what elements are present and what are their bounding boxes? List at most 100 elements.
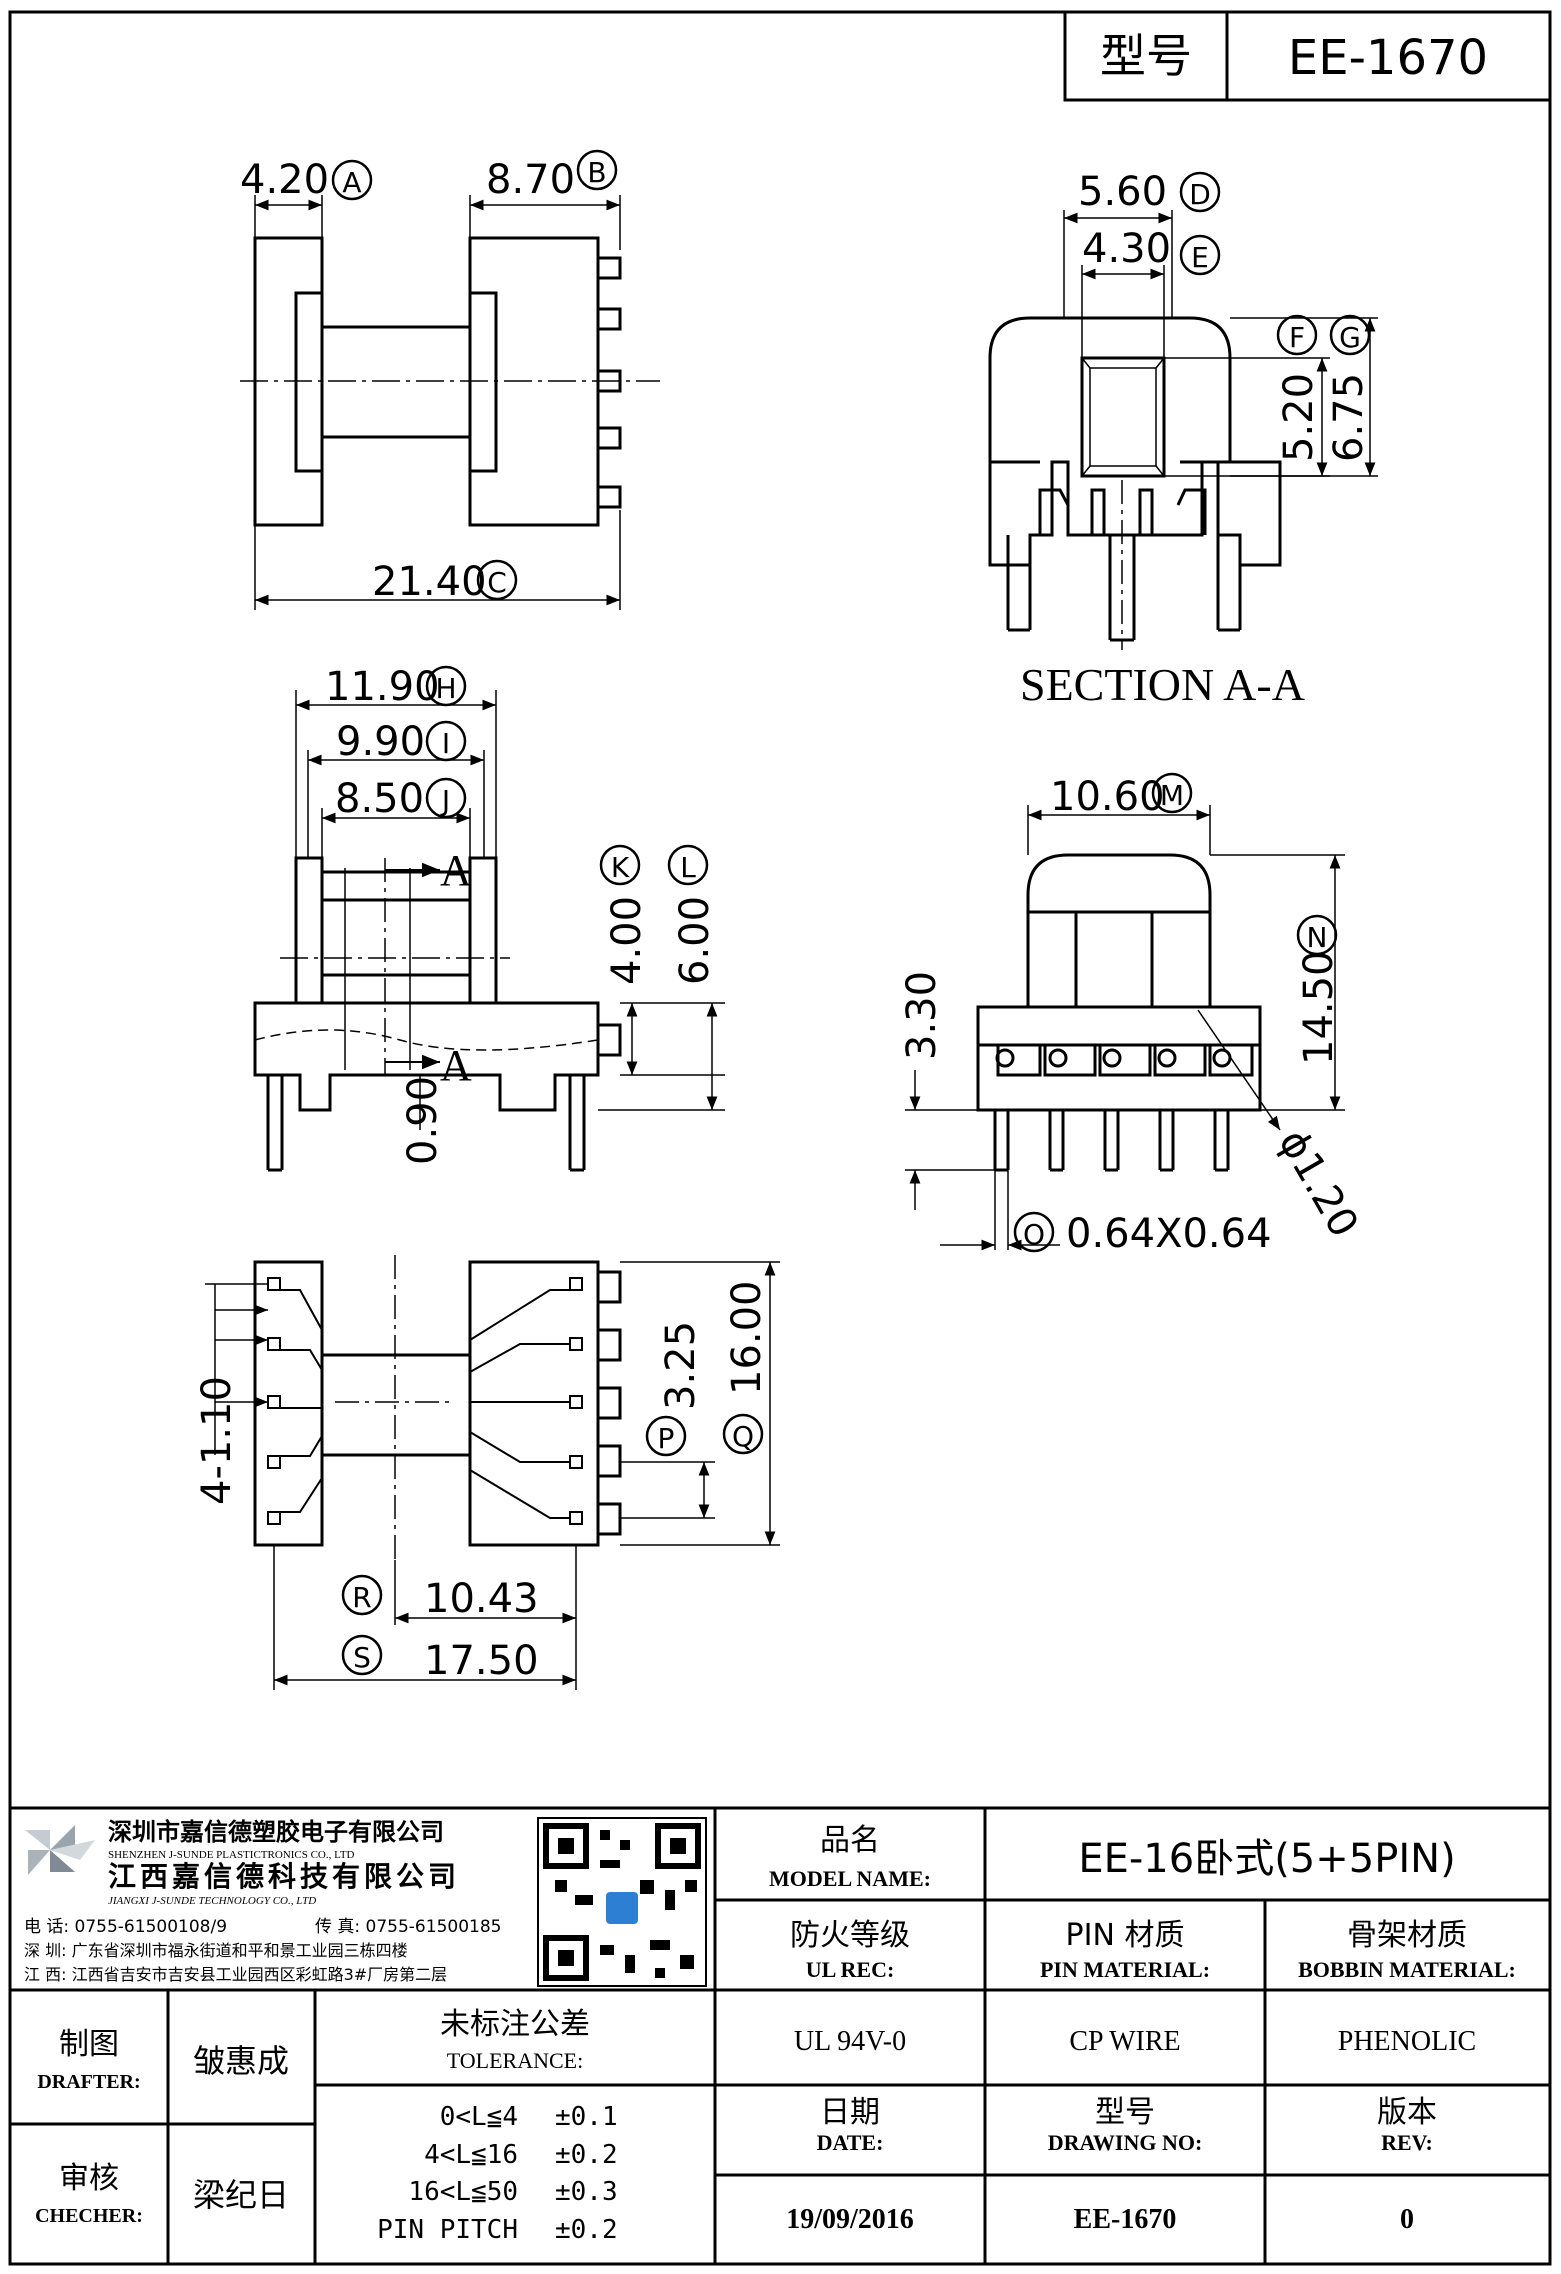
ul-en: UL REC: [806, 1957, 895, 1982]
dim-A-value: 4.20 [240, 157, 329, 203]
bobbin-value: PHENOLIC [1338, 2026, 1476, 2057]
date-en: DATE: [817, 2130, 884, 2155]
dim-J-value: 8.50 [335, 776, 424, 822]
product-name-cn: 品名 [820, 1823, 880, 1858]
company-info: 深圳市嘉信德塑胶电子有限公司 SHENZHEN J-SUNDE PLASTICT… [24, 1818, 501, 1984]
tolerance-value: ±0.3 [555, 2177, 618, 2207]
company-fax: 传 真: 0755-61500185 [315, 1917, 501, 1937]
header-model-label: 型号 [1100, 29, 1192, 83]
product-name-value: EE-16卧式(5+5PIN) [1078, 1836, 1455, 1882]
dim-N-value: 14.50 [1296, 950, 1342, 1065]
dim-F-letter: F [1289, 321, 1305, 354]
dim-S-value: 17.50 [424, 1638, 539, 1684]
tolerance-en: TOLERANCE: [447, 2048, 583, 2073]
dim-C-letter: C [487, 566, 507, 599]
title-block-grid [10, 1806, 1550, 2264]
dim-gap-value: 0.90 [400, 1076, 446, 1165]
dim-P-value: 3.25 [658, 1321, 704, 1410]
date-value: 19/09/2016 [786, 2204, 914, 2235]
dim-pins-value: 4-1.10 [194, 1376, 240, 1505]
dim-R-value: 10.43 [424, 1576, 539, 1622]
bobbin-cn: 骨架材质 [1347, 1918, 1467, 1953]
side-view-top-labels: 4.20 A 8.70 B 21.40 C [240, 149, 618, 605]
rev-cn: 版本 [1377, 2095, 1437, 2130]
dim-pin-dia-value: ϕ1.20 [1269, 1122, 1367, 1245]
tolerance-cn: 未标注公差 [440, 2007, 590, 2042]
section-view-labels: 5.60 D 4.30 E F G 5.20 6.75 SECTION A-A [1020, 169, 1372, 710]
dim-P-letter: P [658, 1422, 675, 1455]
dim-D-value: 5.60 [1078, 169, 1167, 215]
front-view-labels: 11.90 H 9.90 I 8.50 J K L 4.00 6.00 0.90… [325, 664, 718, 1165]
product-name-en: MODEL NAME: [769, 1866, 931, 1891]
section-marker-top: A [440, 846, 472, 895]
dim-D-letter: D [1189, 178, 1211, 211]
checker-cn: 审核 [59, 2161, 119, 2196]
bottom-view [205, 1255, 780, 1690]
dim-F-value: 5.20 [1276, 373, 1322, 462]
dim-G-value: 6.75 [1326, 373, 1372, 462]
dim-K-value: 4.00 [604, 896, 650, 985]
company-name-en2: JIANGXI J-SUNDE TECHNOLOGY CO., LTD [108, 1895, 316, 1907]
dim-S-letter: S [353, 1641, 371, 1674]
qr-code-icon [537, 1817, 707, 1987]
ul-cn: 防火等级 [790, 1918, 910, 1953]
outer-frame [8, 10, 1552, 2266]
tolerance-table: 0<L≦4 ±0.1 4<L≦16 ±0.2 16<L≦50 ±0.3 PIN … [377, 2102, 618, 2245]
checker-en: CHECHER: [35, 2205, 143, 2227]
dim-H-value: 11.90 [325, 664, 440, 710]
dim-I-value: 9.90 [336, 719, 425, 765]
pin-value: CP WIRE [1069, 2026, 1180, 2057]
dim-K-letter: K [611, 851, 630, 884]
company-addr-jx: 江 西: 江西省吉安市吉安县工业园西区彩虹路3#厂房第二层 [24, 1965, 447, 1984]
dim-Q-letter: Q [732, 1420, 754, 1453]
end-view [905, 805, 1345, 1251]
company-addr-sz: 深 圳: 广东省深圳市福永街道和平和景工业园三栋四楼 [24, 1941, 408, 1960]
dim-M-value: 10.60 [1050, 774, 1165, 820]
bottom-view-labels: 4-1.10 3.25 P 16.00 Q R 10.43 S 17.50 [194, 1280, 770, 1684]
dim-O-letter: O [1023, 1218, 1045, 1251]
checker-value: 梁纪日 [193, 2176, 289, 2214]
dim-L-value: 6.00 [672, 896, 718, 985]
dim-R-letter: R [352, 1581, 371, 1614]
drawing-value: EE-1670 [1074, 2204, 1177, 2235]
drafter-en: DRAFTER: [37, 2071, 140, 2093]
dim-C-value: 21.40 [372, 559, 487, 605]
pin-en: PIN MATERIAL: [1040, 1957, 1210, 1982]
dim-I-letter: I [442, 727, 450, 760]
company-name-en1: SHENZHEN J-SUNDE PLASTICTRONICS CO., LTD [108, 1849, 355, 1861]
dim-B-letter: B [587, 156, 606, 189]
header-model-value: EE-1670 [1288, 30, 1488, 86]
end-view-labels: 10.60 M N 14.50 3.30 ϕ1.20 O 0.64X0.64 [899, 772, 1367, 1257]
dim-H-letter: H [435, 672, 456, 705]
side-view-top [240, 195, 660, 610]
drawing-cn: 型号 [1095, 2095, 1155, 2130]
tolerance-range: 0<L≦4 [440, 2102, 518, 2132]
drafter-cn: 制图 [59, 2027, 119, 2062]
company-tel: 电 话: 0755-61500108/9 [24, 1917, 227, 1937]
section-title: SECTION A-A [1020, 659, 1305, 710]
dim-330-value: 3.30 [899, 971, 945, 1060]
date-cn: 日期 [820, 2095, 880, 2130]
pinwheel-logo-icon [25, 1825, 95, 1875]
section-view [988, 210, 1378, 650]
tolerance-value: ±0.2 [555, 2215, 618, 2245]
title-block-text: 品名 MODEL NAME: EE-16卧式(5+5PIN) 防火等级 UL R… [35, 1823, 1516, 2235]
tolerance-range: 16<L≦50 [408, 2177, 518, 2207]
drafter-value: 皱惠成 [193, 2042, 289, 2080]
front-view [253, 690, 725, 1172]
dim-J-letter: J [440, 784, 450, 817]
tolerance-range: 4<L≦16 [424, 2140, 518, 2170]
tolerance-range: PIN PITCH [377, 2215, 518, 2245]
dim-M-letter: M [1160, 779, 1184, 812]
dim-B-value: 8.70 [486, 157, 575, 203]
drawing-en: DRAWING NO: [1048, 2130, 1203, 2155]
dim-G-letter: G [1339, 321, 1361, 354]
dim-L-letter: L [680, 851, 696, 884]
company-name-cn2: 江西嘉信德科技有限公司 [108, 1860, 460, 1893]
rev-en: REV: [1381, 2130, 1433, 2155]
tolerance-value: ±0.2 [555, 2140, 618, 2170]
header-box: 型号 EE-1670 [1063, 10, 1552, 102]
dim-E-letter: E [1191, 241, 1209, 274]
dim-Q-value: 16.00 [724, 1280, 770, 1395]
